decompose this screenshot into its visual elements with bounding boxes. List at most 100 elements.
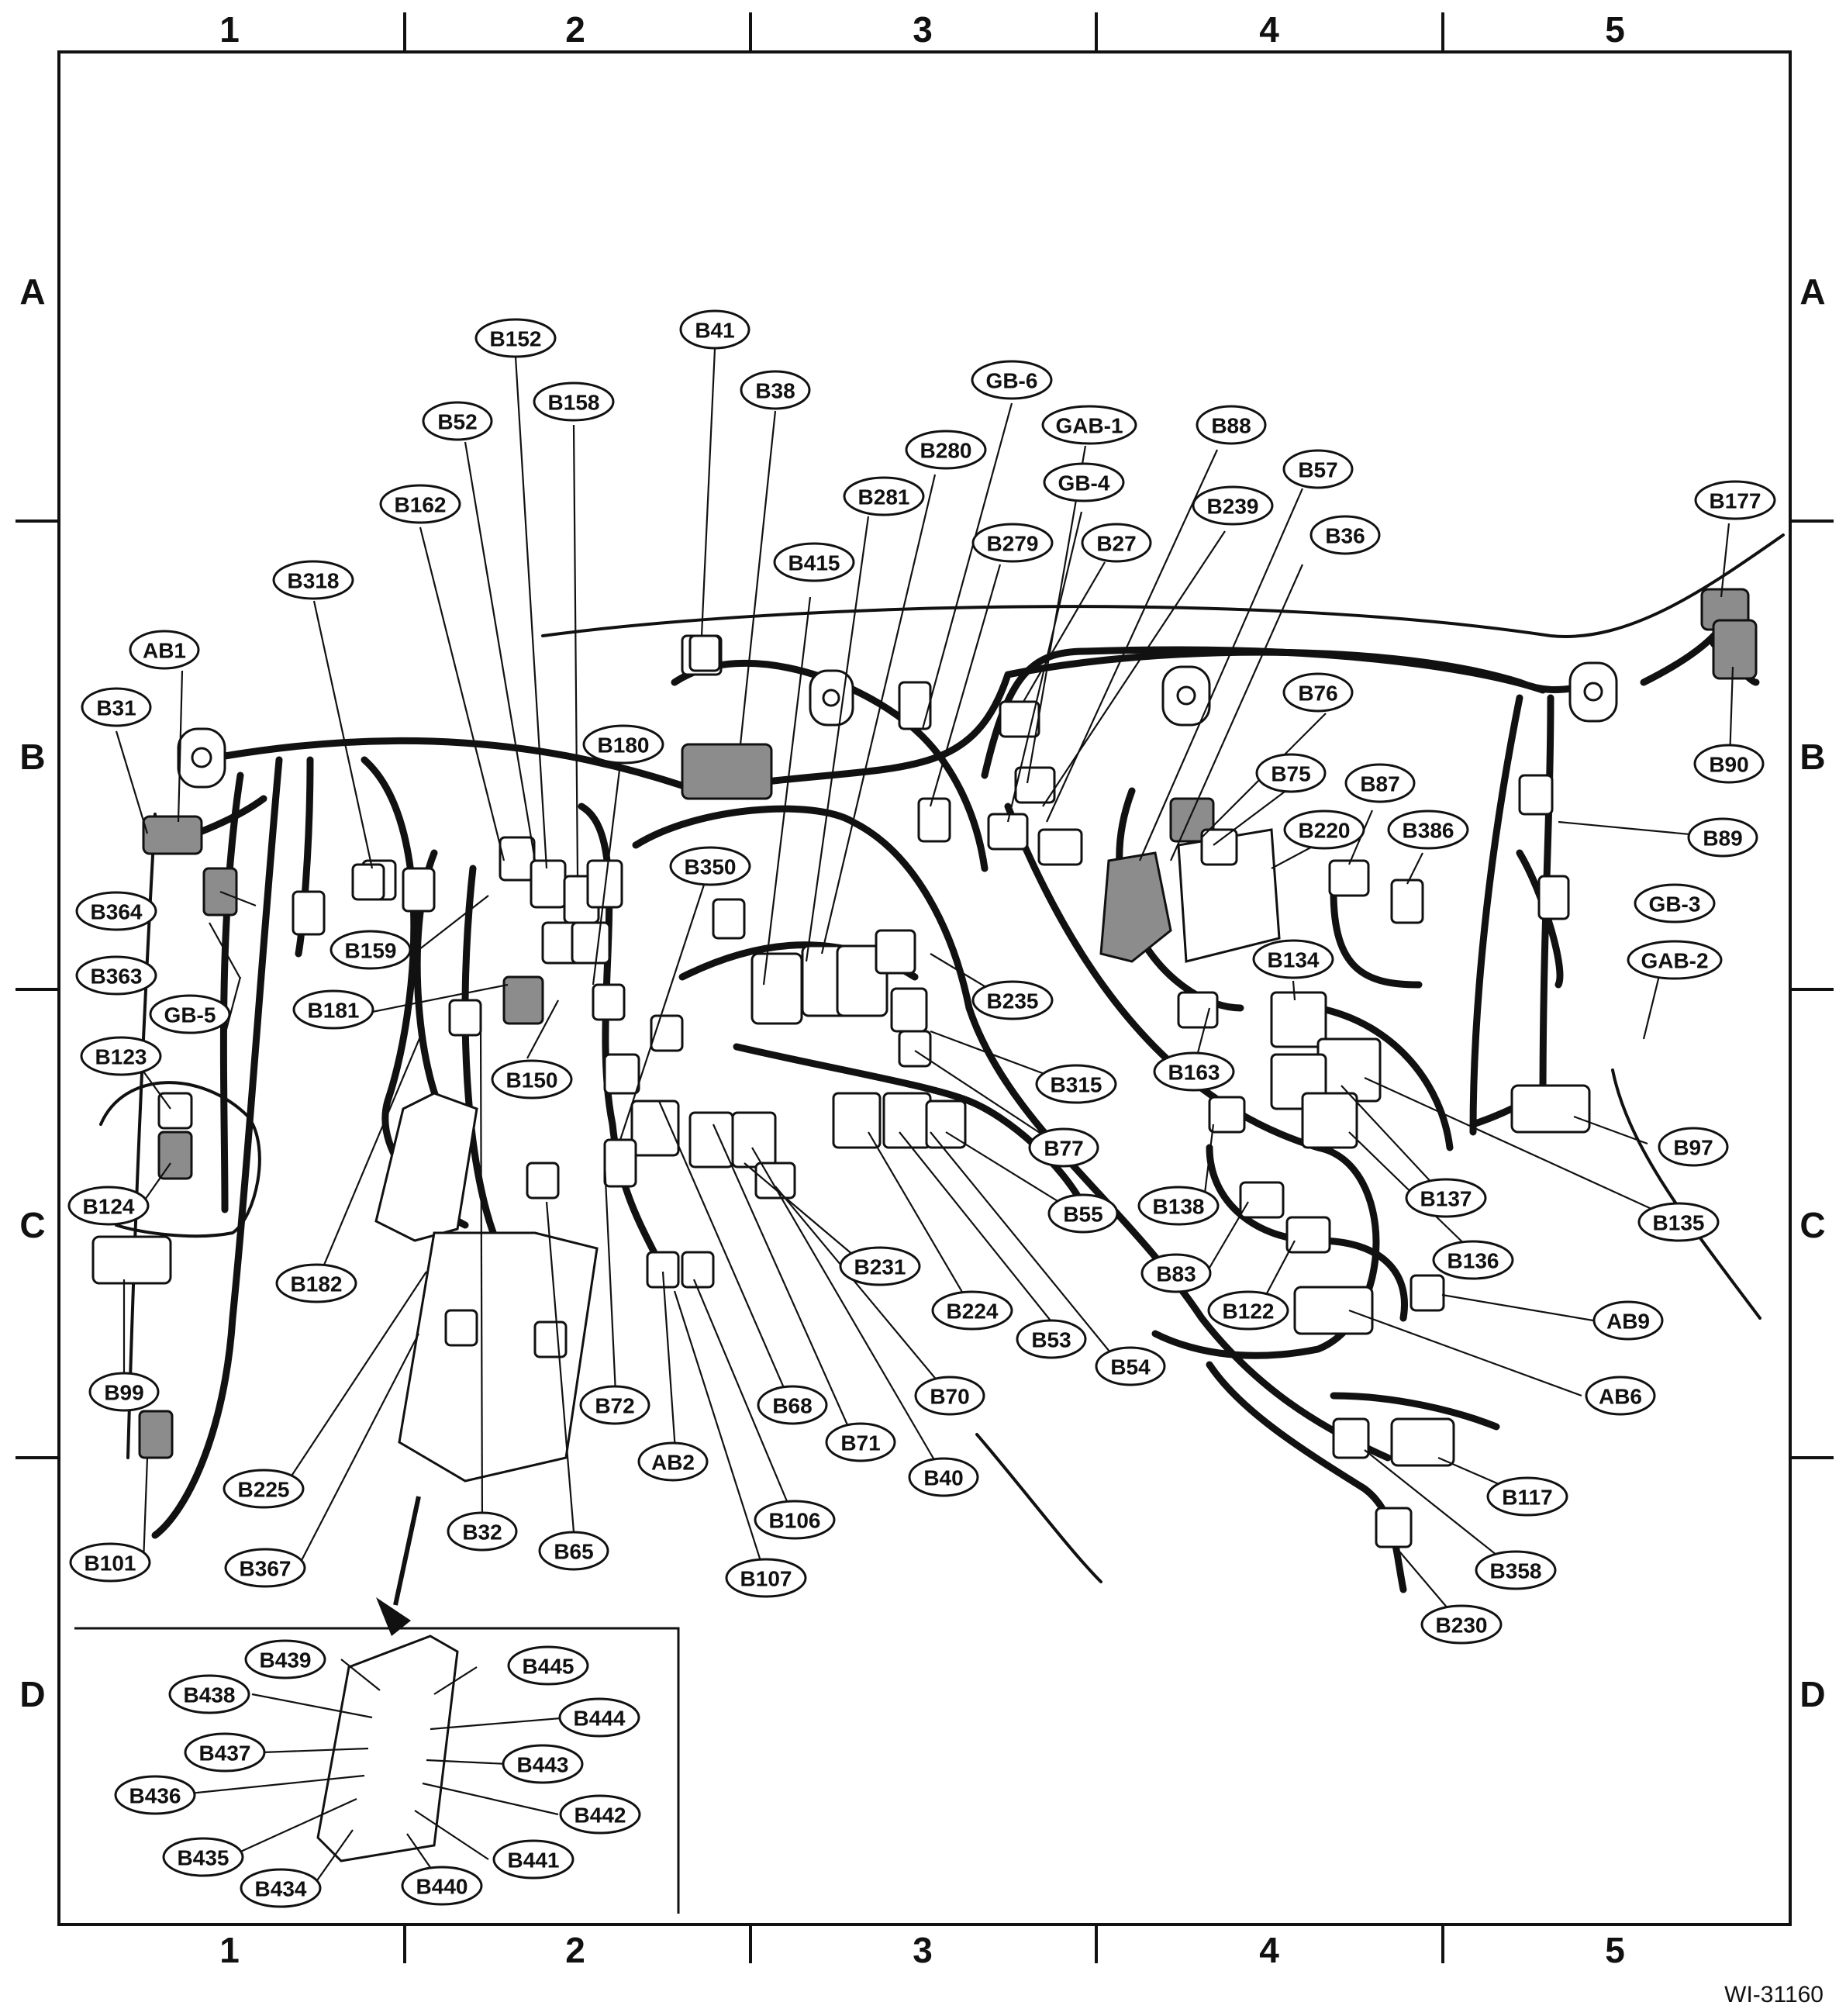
callout-bubble bbox=[579, 1385, 650, 1425]
callout-b53: B53 bbox=[1016, 1319, 1087, 1359]
grid-row-label-right: A bbox=[1799, 271, 1825, 312]
callout-gab-1: GAB-1 bbox=[1041, 405, 1137, 445]
callout-label: B235 bbox=[987, 989, 1039, 1013]
callout-label: B358 bbox=[1490, 1559, 1542, 1583]
callout-b279: B279 bbox=[971, 523, 1054, 563]
callout-b281: B281 bbox=[843, 476, 925, 516]
callout-b70: B70 bbox=[914, 1376, 985, 1416]
callout-bubble bbox=[1192, 485, 1274, 526]
callout-b440: B440 bbox=[401, 1866, 483, 1906]
callout-label: B41 bbox=[695, 319, 734, 343]
callout-b54: B54 bbox=[1095, 1346, 1166, 1386]
callout-bubble bbox=[725, 1558, 807, 1598]
callout-bubble bbox=[914, 1376, 985, 1416]
callout-bubble bbox=[447, 1511, 518, 1552]
callout-bubble bbox=[69, 1542, 151, 1583]
callout-bubble bbox=[1637, 1202, 1720, 1242]
callout-b162: B162 bbox=[379, 484, 461, 524]
leader-lines bbox=[115, 348, 1734, 1889]
grid-row-label-left: A bbox=[19, 271, 45, 312]
callout-bubble bbox=[843, 476, 925, 516]
callout-b220: B220 bbox=[1283, 810, 1365, 850]
callout-label: B415 bbox=[788, 551, 840, 575]
callout-b72: B72 bbox=[579, 1385, 650, 1425]
callout-label: B123 bbox=[95, 1045, 147, 1069]
callout-b52: B52 bbox=[422, 401, 493, 441]
callout-label: B101 bbox=[85, 1552, 136, 1576]
grid-column-label-top: 2 bbox=[565, 9, 585, 50]
callout-label: B439 bbox=[260, 1648, 312, 1673]
callout-b180: B180 bbox=[582, 724, 664, 765]
callout-b415: B415 bbox=[773, 542, 855, 582]
callout-bubble bbox=[757, 1385, 828, 1425]
callout-bubble bbox=[1137, 1186, 1220, 1226]
grid-row-label-right: B bbox=[1799, 737, 1825, 777]
callout-label: B65 bbox=[554, 1540, 593, 1564]
callout-bubble bbox=[740, 370, 811, 410]
callout-b386: B386 bbox=[1387, 810, 1469, 850]
callout-bubble bbox=[67, 1186, 150, 1226]
callout-label: B89 bbox=[1703, 827, 1742, 851]
callout-bubble bbox=[184, 1732, 266, 1773]
callout-label: B163 bbox=[1168, 1061, 1220, 1085]
callout-bubble bbox=[1282, 449, 1354, 489]
callout-b235: B235 bbox=[971, 980, 1054, 1020]
callout-bubble bbox=[971, 980, 1054, 1020]
callout-bubble bbox=[502, 1744, 584, 1784]
callout-bubble bbox=[474, 318, 557, 358]
callout-bubble bbox=[80, 1036, 162, 1076]
callout-b134: B134 bbox=[1252, 939, 1334, 979]
callout-bubble bbox=[971, 360, 1053, 400]
callout-label: B443 bbox=[517, 1753, 569, 1777]
grid-column-label-bottom: 4 bbox=[1259, 1930, 1279, 1970]
callout-bubble bbox=[114, 1775, 196, 1815]
callout-gb-5: GB-5 bbox=[149, 994, 231, 1034]
grid-column-label-top: 3 bbox=[913, 9, 933, 50]
callout-bubble bbox=[1486, 1476, 1568, 1517]
callout-bubble bbox=[272, 560, 354, 600]
callout-label: B438 bbox=[184, 1683, 236, 1707]
callout-label: B445 bbox=[523, 1655, 575, 1679]
inset-arrowhead bbox=[376, 1597, 411, 1636]
callout-b438: B438 bbox=[168, 1674, 250, 1714]
callout-bubble bbox=[1153, 1051, 1235, 1092]
callout-label: AB1 bbox=[143, 639, 186, 663]
callout-b163: B163 bbox=[1153, 1051, 1235, 1092]
callout-bubble bbox=[1344, 763, 1416, 803]
callout-b88: B88 bbox=[1196, 405, 1267, 445]
callout-bubble bbox=[679, 309, 750, 350]
inset-arrow bbox=[393, 1496, 421, 1606]
callout-b137: B137 bbox=[1405, 1178, 1487, 1218]
grid-column-label-bottom: 2 bbox=[565, 1930, 585, 1970]
callout-b435: B435 bbox=[162, 1837, 244, 1877]
callout-label: B40 bbox=[923, 1466, 963, 1490]
callout-b442: B442 bbox=[559, 1794, 641, 1835]
callout-label: B435 bbox=[178, 1846, 229, 1870]
callout-label: B230 bbox=[1436, 1614, 1488, 1638]
callout-b99: B99 bbox=[88, 1372, 160, 1412]
callout-label: B122 bbox=[1223, 1300, 1275, 1324]
callout-b68: B68 bbox=[757, 1385, 828, 1425]
callout-label: B444 bbox=[574, 1707, 626, 1731]
callout-bubble bbox=[224, 1548, 306, 1588]
grid-column-label-top: 4 bbox=[1259, 9, 1279, 50]
grid-row-label-right: C bbox=[1799, 1205, 1825, 1245]
harness-illustration bbox=[99, 533, 1785, 1593]
callout-bubble bbox=[75, 891, 157, 931]
callout-bubble bbox=[1475, 1550, 1557, 1590]
callout-label: B137 bbox=[1420, 1187, 1472, 1211]
callout-bubble bbox=[81, 687, 152, 727]
callout-label: B88 bbox=[1211, 414, 1251, 438]
callout-label: B27 bbox=[1096, 532, 1136, 556]
callout-b124: B124 bbox=[67, 1186, 150, 1226]
callout-label: B52 bbox=[437, 410, 477, 434]
callout-bubble bbox=[1627, 940, 1723, 980]
callout-bubble bbox=[754, 1500, 836, 1540]
callout-bubble bbox=[558, 1697, 640, 1738]
callout-b367: B367 bbox=[224, 1548, 306, 1588]
callout-label: B367 bbox=[240, 1557, 292, 1581]
callout-bubble bbox=[908, 1457, 979, 1497]
callout-b177: B177 bbox=[1694, 480, 1776, 520]
callout-label: B57 bbox=[1298, 458, 1337, 482]
